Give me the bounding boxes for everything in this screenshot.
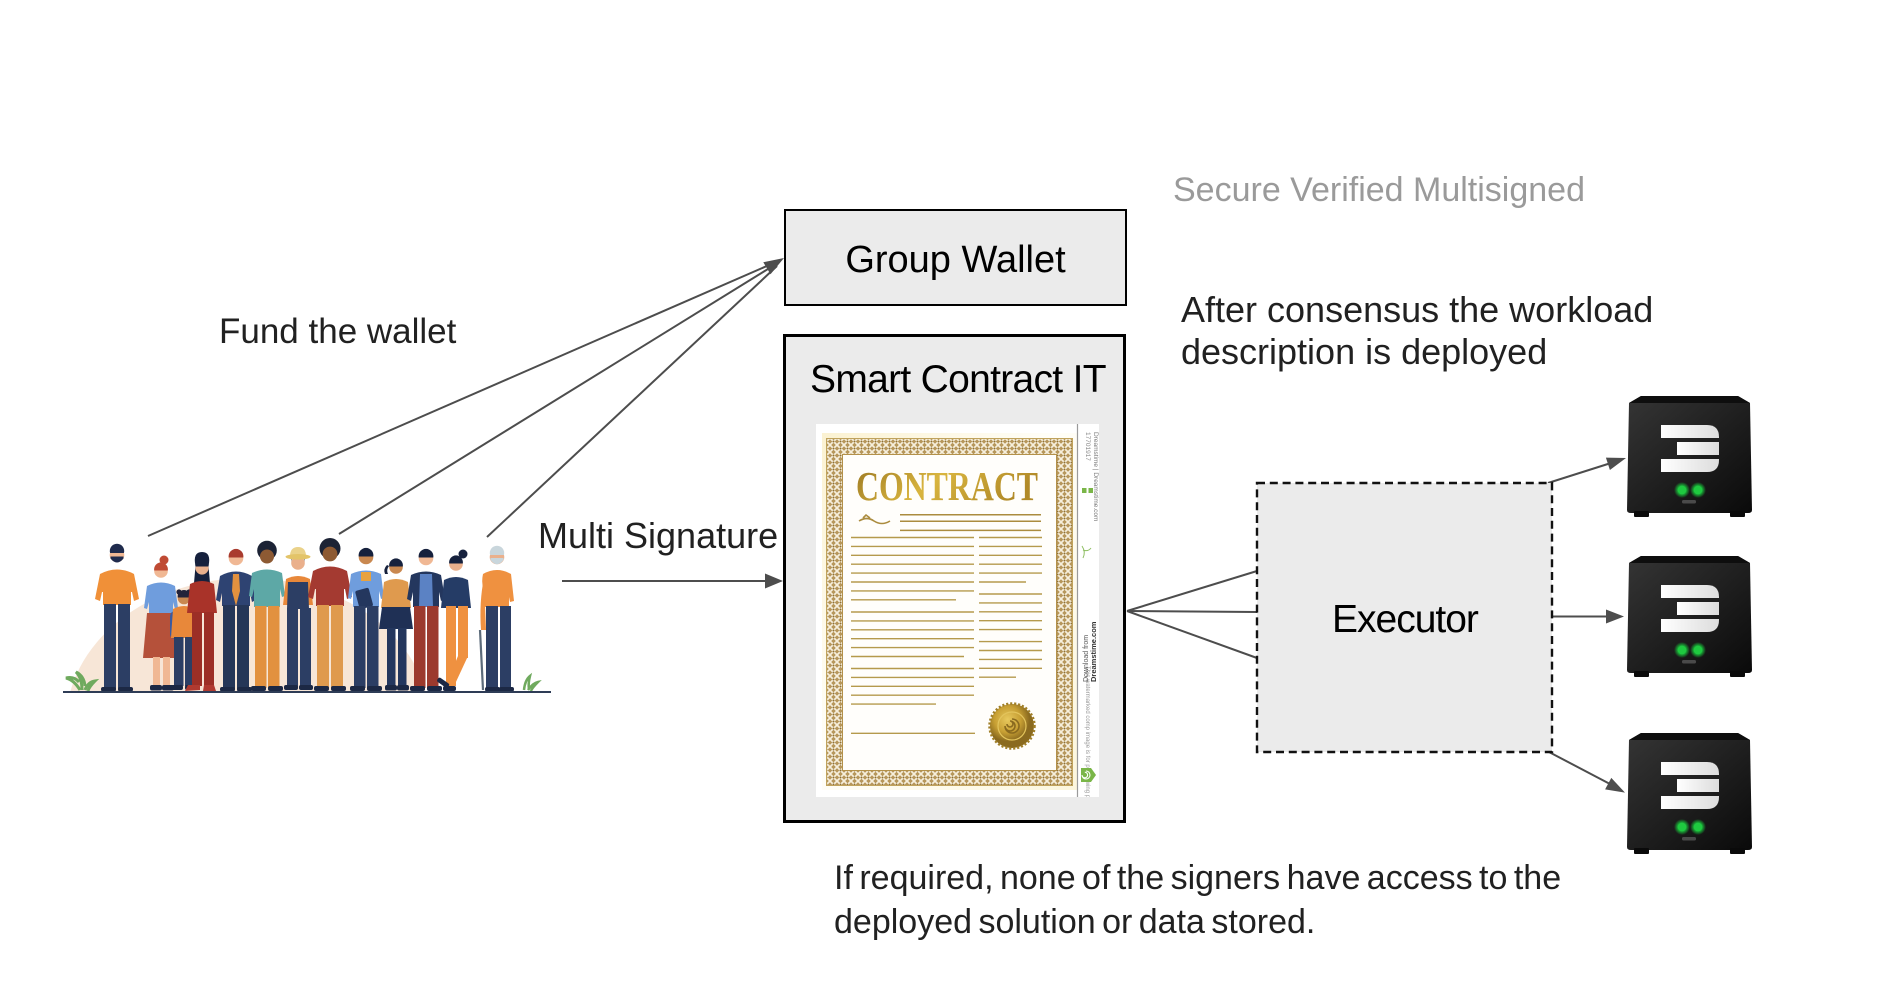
svg-text:Dreamstime | Dreamstime.com: Dreamstime | Dreamstime.com xyxy=(1092,432,1099,521)
svg-text:Download from: Download from xyxy=(1083,635,1090,682)
svg-text:17701917: 17701917 xyxy=(1084,432,1091,461)
svg-text:CONTRACT: CONTRACT xyxy=(856,463,1038,509)
svg-text:Dreamstime.com: Dreamstime.com xyxy=(1089,621,1098,682)
svg-text:This watermarked comp image is: This watermarked comp image is for previ… xyxy=(1084,666,1090,797)
